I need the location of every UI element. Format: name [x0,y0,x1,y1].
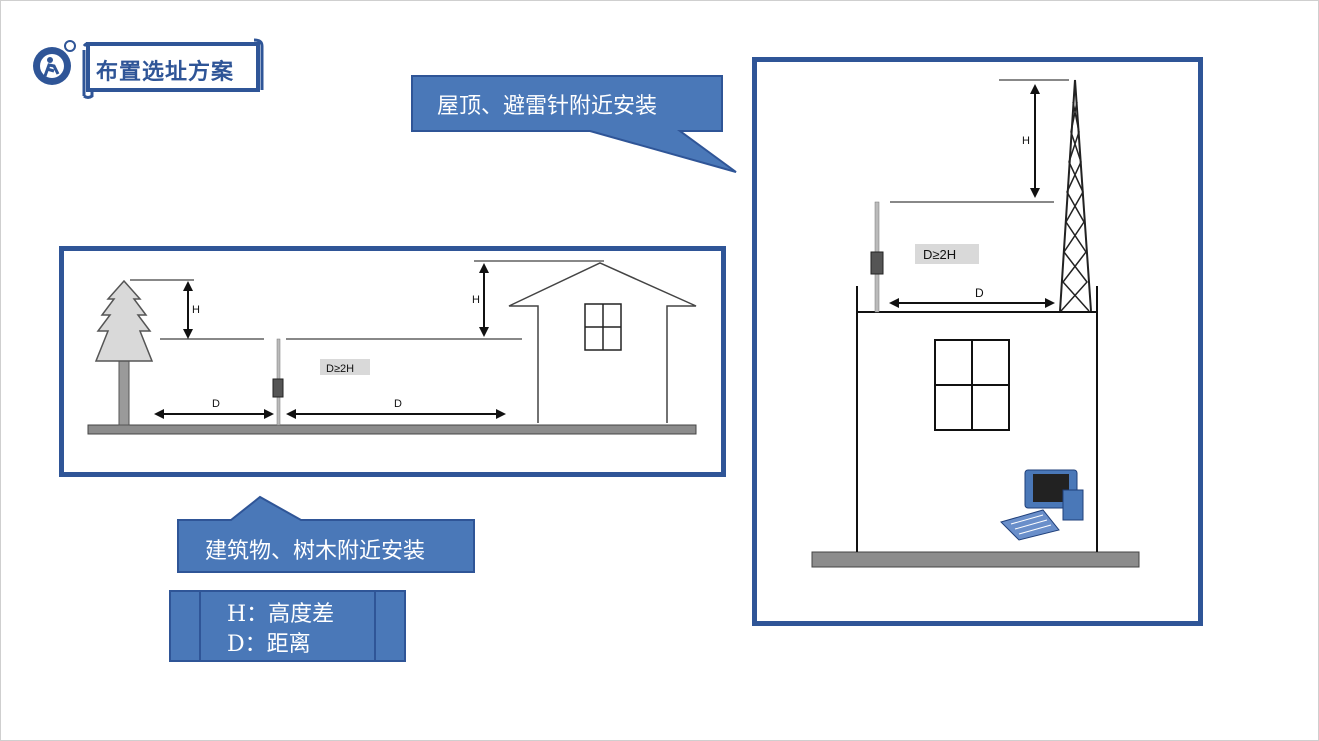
rule-label-right: D≥2H [923,247,956,262]
house [508,262,697,423]
ground [811,551,1140,568]
rooftop-callout: 屋顶、避雷针附近安装 [437,94,658,119]
h-label-tree: H [192,304,200,316]
title-badge [33,38,264,99]
sensor-device [272,338,284,426]
rooftop-callout-shape [411,75,737,173]
tree [94,279,154,426]
building-tree-callout-shape [177,495,475,573]
d-label-left: D [212,398,220,410]
legend-box: H：高度差 D：距离 [169,590,406,662]
rule-label-left: D≥2H [326,363,354,375]
d-label-right: D [394,398,402,410]
computer-icon [1000,469,1084,541]
legend-d: D：距离 [227,632,311,657]
legend-h: H：高度差 [227,602,335,627]
d-label-right: D [975,286,984,300]
building-tree-diagram: H H D≥2H D D [59,246,726,477]
h-label-right: H [1022,135,1030,147]
building-tree-callout: 建筑物、树木附近安装 [205,539,426,564]
sensor-device [870,201,884,313]
lightning-tower [1059,79,1092,312]
ground [87,424,697,435]
building [856,286,1098,552]
page-title: 布置选址方案 [96,60,235,85]
rooftop-diagram: H D≥2H D [752,57,1203,626]
h-label-house: H [472,294,480,306]
